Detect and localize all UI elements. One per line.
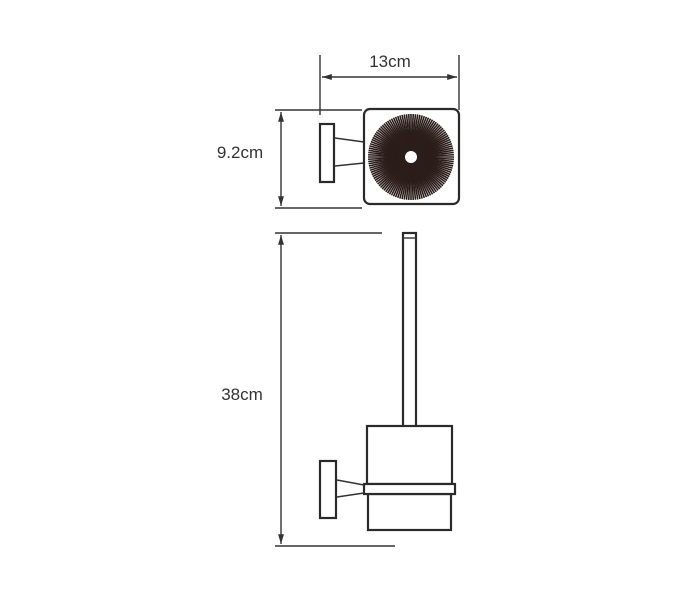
arm-top — [334, 137, 365, 167]
brush-handle — [401, 231, 418, 429]
brush-center — [405, 151, 417, 163]
top-view: 13cm 9.2cm — [217, 52, 461, 209]
width-dimension: 13cm — [319, 52, 460, 115]
cup-lower — [366, 492, 453, 532]
height-dimension: 38cm — [221, 232, 395, 547]
arm-front — [336, 479, 365, 498]
height-label: 38cm — [221, 385, 263, 404]
wall-plate-front — [318, 459, 338, 520]
holder-ring — [362, 482, 457, 496]
front-view: 38cm — [221, 231, 457, 547]
width-label: 13cm — [369, 52, 411, 71]
wall-plate-top — [318, 122, 336, 184]
depth-dimension: 9.2cm — [217, 109, 362, 209]
cup-upper — [365, 424, 454, 486]
depth-label: 9.2cm — [217, 143, 263, 162]
